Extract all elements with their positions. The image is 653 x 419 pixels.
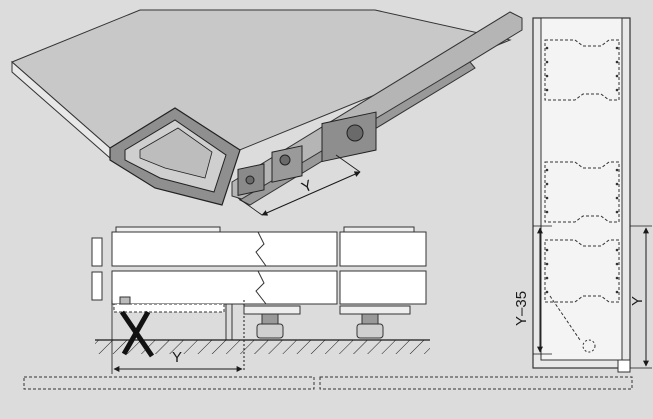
footer-placeholder-left [23,376,315,390]
isometric-drawer-view: Y [11,9,523,216]
dim-label-y-right: Y [629,296,646,306]
leveling-foot-1 [243,305,301,339]
mounting-plate-icon [109,107,241,206]
dim-label-y-minus-35: Y–35 [513,291,530,326]
cabinet-side-view: Y–35 Y [513,17,652,373]
dim-label-bottom: Y [172,349,182,366]
cross-icon [119,310,155,358]
leveling-foot-2 [339,305,411,339]
footer-placeholder-right [319,376,633,390]
side-elevation-view: Y [91,226,430,374]
dim-label-top: Y [299,177,315,197]
